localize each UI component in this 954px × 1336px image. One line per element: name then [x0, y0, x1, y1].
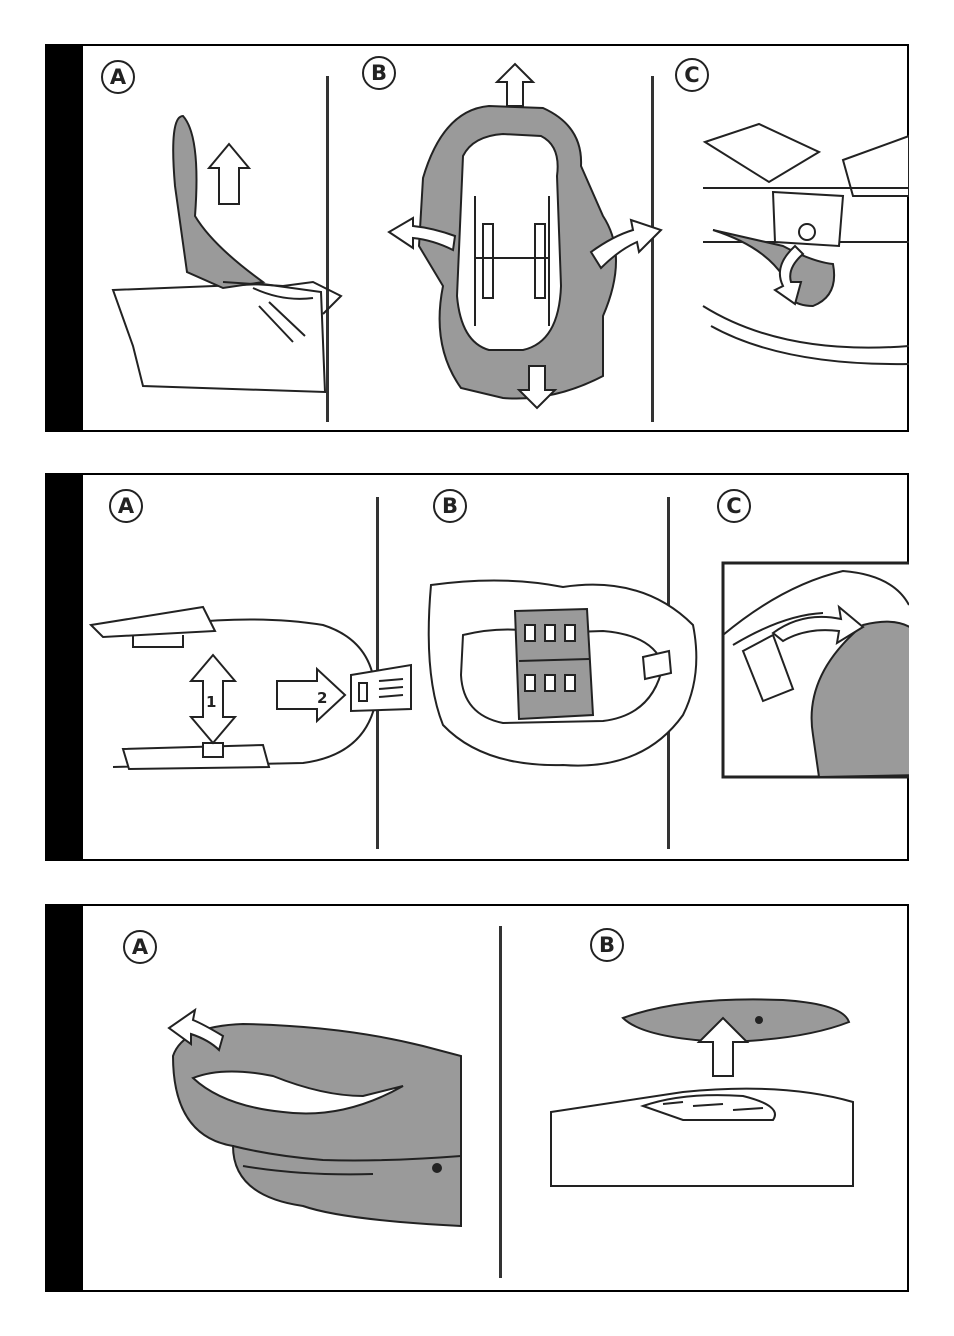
illustration-panel-3: [83, 906, 909, 1290]
illustration-panel-1: [83, 46, 909, 430]
instruction-panel-1: A B C: [45, 44, 909, 432]
panel-tab: [47, 906, 83, 1290]
panel-tab: [47, 475, 83, 859]
instruction-panel-2: A B C: [45, 473, 909, 861]
callout-number-2: 2: [317, 689, 327, 707]
callout-number-1: 1: [206, 693, 216, 711]
instruction-panel-3: A B: [45, 904, 909, 1292]
panel-tab: [47, 46, 83, 430]
